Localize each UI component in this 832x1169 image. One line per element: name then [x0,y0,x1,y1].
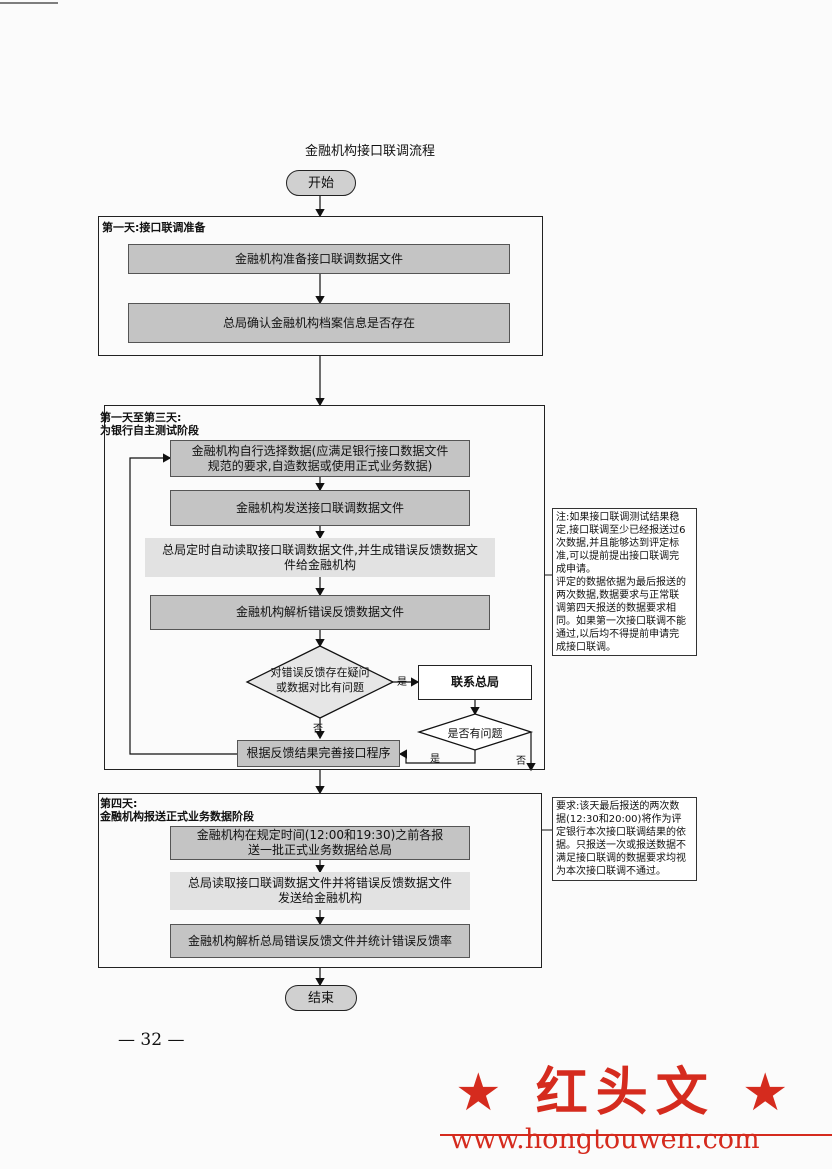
end-terminal: 结束 [285,985,357,1011]
note1-line: 调第四天报送的数据要求相 [556,603,676,614]
decision-has-problem: 是否有问题 [447,727,503,740]
note1-line: 准,可以提前提出接口联调完 [556,551,680,562]
step-send-data-file: 金融机构发送接口联调数据文件 [170,490,470,526]
step-select-data-line2: 规范的要求,自造数据或使用正式业务数据) [207,458,433,473]
note2-line: 为本次接口联调不通过。 [556,866,666,877]
step-parse-and-stats: 金融机构解析总局错误反馈文件并统计错误反馈率 [170,924,470,958]
note2-line: 满足接口联调的数据要求均视 [556,853,686,864]
step-submit-formal-data: 金融机构在规定时间(12:00和19:30)之前各报 送一批正式业务数据给总局 [170,826,470,860]
start-terminal: 开始 [286,170,356,196]
step-parse-feedback-file: 金融机构解析错误反馈数据文件 [150,595,490,630]
section-day1-preparation [98,216,543,356]
section-day4-label-1: 第四天: [100,797,138,810]
decision-line1: 对错误反馈存在疑问 [270,666,370,679]
step-prepare-data-file: 金融机构准备接口联调数据文件 [128,244,510,274]
step-auto-read-line1: 总局定时自动读取接口联调数据文件,并生成错误反馈数据文 [162,542,478,557]
note2-line: 据(12:30和20:00)将作为评 [556,814,682,825]
step-auto-read-generate-feedback: 总局定时自动读取接口联调数据文件,并生成错误反馈数据文 件给金融机构 [145,538,495,577]
step-select-data-line1: 金融机构自行选择数据(应满足银行接口数据文件 [191,443,449,458]
note-early-completion: 注:如果接口联调测试结果稳 定,接口联调至少已经报送过6 次数据,并且能够达到评… [552,508,697,656]
step-confirm-archive-info: 总局确认金融机构档案信息是否存在 [128,303,510,343]
note-day4-requirement: 要求:该天最后报送的两次数 据(12:30和20:00)将作为评 定银行本次接口… [552,797,697,881]
watermark-url: www.hongtouwen.com [450,1124,760,1155]
section-day1-3-label-2: 为银行自主测试阶段 [100,424,199,437]
note1-line: 评定的数据依据为最后报送的 [556,577,686,588]
step-bureau-read-send-feedback: 总局读取接口联调数据文件并将错误反馈数据文件 发送给金融机构 [170,872,470,910]
section-day4-formal-submission [98,793,542,968]
watermark-logo: ★ 红头文 ★ [455,1063,797,1123]
note1-line: 成接口联调。 [556,642,616,653]
step-submit-line2: 送一批正式业务数据给总局 [247,843,392,857]
edge-label-no-continue: 否 [516,756,526,767]
flowchart-title: 金融机构接口联调流程 [304,144,435,159]
step-contact-bureau: 联系总局 [418,665,532,700]
edge-label-no-improve: 否 [313,724,323,735]
note1-line: 定,接口联调至少已经报送过6 [556,525,686,536]
section-day1-label: 第一天:接口联调准备 [102,221,206,234]
step-read-line2: 发送给金融机构 [277,891,362,905]
step-select-data: 金融机构自行选择数据(应满足银行接口数据文件 规范的要求,自造数据或使用正式业务… [170,440,470,477]
step-submit-line1: 金融机构在规定时间(12:00和19:30)之前各报 [196,828,444,842]
decision-feedback-question: 对错误反馈存在疑问 或数据对比有问题 [262,665,378,695]
decision-line2: 或数据对比有问题 [276,681,364,694]
note1-line: 注:如果接口联调测试结果稳 [556,512,680,523]
step-improve-interface-program: 根据反馈结果完善接口程序 [237,740,400,767]
step-auto-read-line2: 件给金融机构 [283,557,356,572]
note1-line: 两次数据,数据要求与正常联 [556,590,680,601]
edge-label-yes-improve: 是 [430,754,440,765]
note2-line: 要求:该天最后报送的两次数 [556,801,680,812]
step-read-line1: 总局读取接口联调数据文件并将错误反馈数据文件 [187,876,452,890]
note1-line: 通过,以后均不得提前申请完 [556,629,680,640]
note1-line: 成申请。 [556,564,596,575]
edge-label-yes-contact: 是 [397,677,407,688]
note1-line: 同。如果第一次接口联调不能 [556,616,686,627]
note2-line: 定银行本次接口联调结果的依 [556,827,686,838]
section-day1-3-label-1: 第一天至第三天: [100,411,182,424]
section-day1-3-self-test [104,405,545,770]
note1-line: 次数据,并且能够达到评定标 [556,538,680,549]
section-day4-label-2: 金融机构报送正式业务数据阶段 [100,810,254,823]
page-number: — 32 — [118,1030,185,1050]
note2-line: 据。只报送一次或报送数据不 [556,840,686,851]
